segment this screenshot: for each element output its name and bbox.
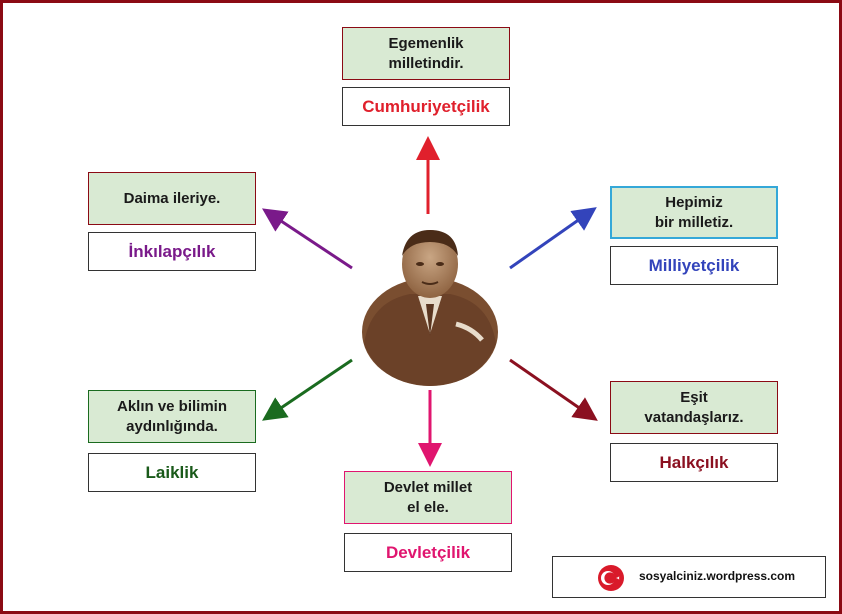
arrow-laiklik	[262, 358, 353, 421]
turkish-flag-icon	[598, 565, 624, 591]
slogan-devletcilik: Devlet millet el ele.	[344, 471, 512, 524]
ataturk-portrait	[362, 230, 498, 386]
credit-text: sosyalciniz.wordpress.com	[639, 569, 796, 583]
arrow-inkilapcilik	[261, 208, 353, 270]
principle-milliyetcilik: Milliyetçilik	[610, 246, 778, 285]
slogan-inkilapcilik: Daima ileriye.	[88, 172, 256, 225]
slogan-laiklik: Aklın ve bilimin aydınlığında.	[88, 390, 256, 443]
principle-inkilapcilik: İnkılapçılık	[88, 232, 256, 271]
principle-devletcilik: Devletçilik	[344, 533, 512, 572]
slogan-cumhuriyetcilik: Egemenlik milletindir.	[342, 27, 510, 80]
arrow-halkcilik	[509, 358, 598, 421]
principle-laiklik: Laiklik	[88, 453, 256, 492]
credit-box: sosyalciniz.wordpress.com	[552, 556, 826, 598]
slogan-halkcilik: Eşit vatandaşlarız.	[610, 381, 778, 434]
principle-cumhuriyetcilik: Cumhuriyetçilik	[342, 87, 510, 126]
principle-halkcilik: Halkçılık	[610, 443, 778, 482]
arrow-milliyetcilik	[509, 207, 597, 270]
slogan-milliyetcilik: Hepimiz bir milletiz.	[610, 186, 778, 239]
